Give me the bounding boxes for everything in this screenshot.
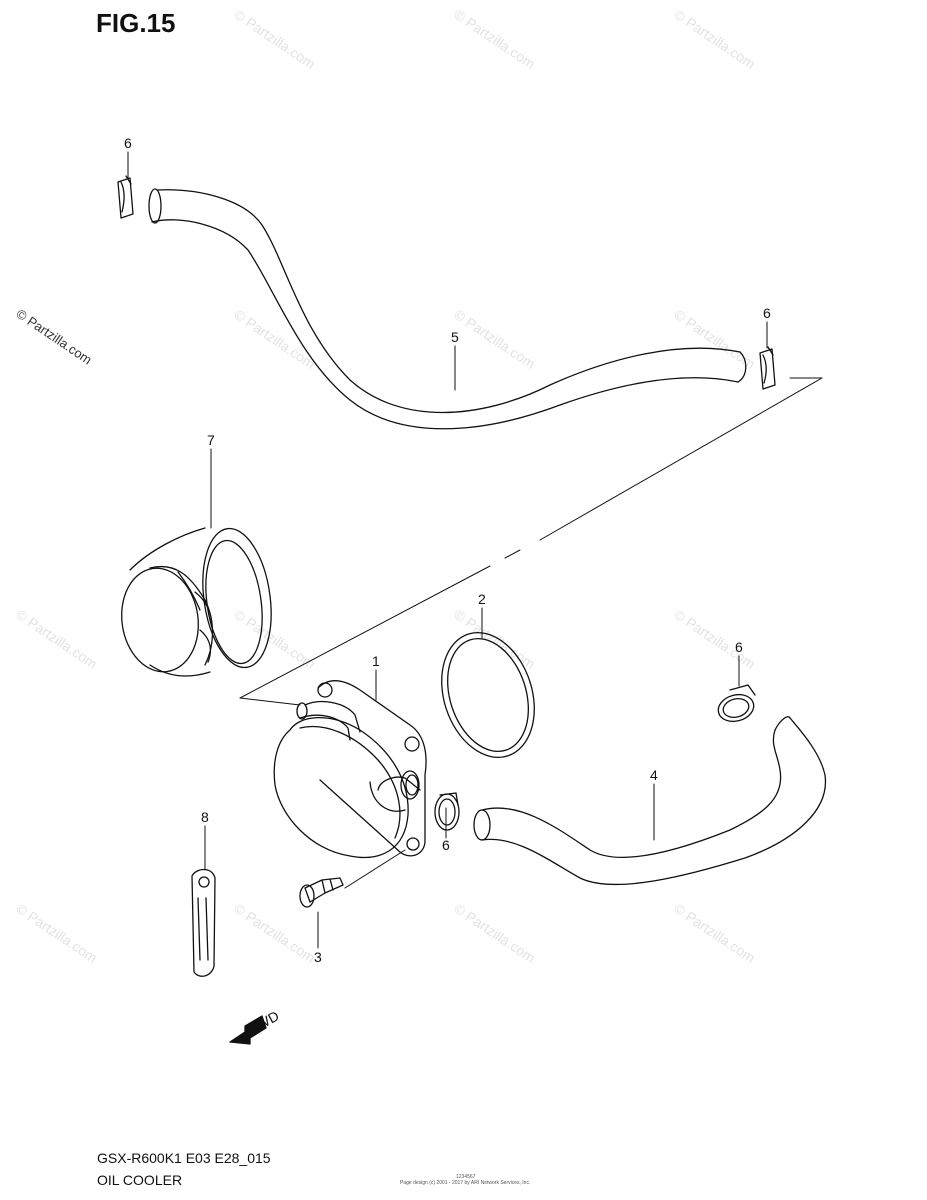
callout-5: 5 — [451, 329, 459, 345]
callout-4: 4 — [650, 767, 658, 783]
clamp-6-top — [117, 175, 134, 219]
clamp-6-center — [717, 684, 756, 723]
model-code: GSX-R600K1 E03 E28_015 — [97, 1150, 271, 1166]
hose-4 — [473, 716, 827, 886]
oil-filter-7 — [121, 527, 272, 677]
oil-cooler-1 — [273, 680, 427, 859]
small-code: 1234567 — [456, 1174, 476, 1180]
clamp-6-mid — [434, 792, 460, 831]
figure-title: FIG.15 — [96, 8, 176, 38]
hose-5 — [148, 188, 747, 430]
copyright-notice: Page design (c) 2001 - 2017 by ARI Netwo… — [400, 1180, 531, 1186]
callout-6-right: 6 — [763, 305, 771, 321]
o-ring-2 — [441, 631, 535, 759]
callout-3: 3 — [314, 949, 322, 965]
callout-6-center: 6 — [735, 639, 743, 655]
bracket-8 — [191, 868, 216, 977]
bolt-3 — [299, 877, 344, 908]
callout-2: 2 — [478, 591, 486, 607]
callout-1: 1 — [372, 653, 380, 669]
callout-7: 7 — [207, 432, 215, 448]
clamp-6-right — [759, 346, 776, 390]
callout-6-mid: 6 — [442, 837, 450, 853]
fwd-arrow-icon — [229, 1015, 267, 1045]
fwd-label: FWD — [246, 1008, 282, 1037]
leader-lines — [127, 151, 823, 949]
diagram-caption: OIL COOLER — [97, 1172, 183, 1188]
callout-6-top: 6 — [124, 135, 132, 151]
callout-8: 8 — [201, 809, 209, 825]
